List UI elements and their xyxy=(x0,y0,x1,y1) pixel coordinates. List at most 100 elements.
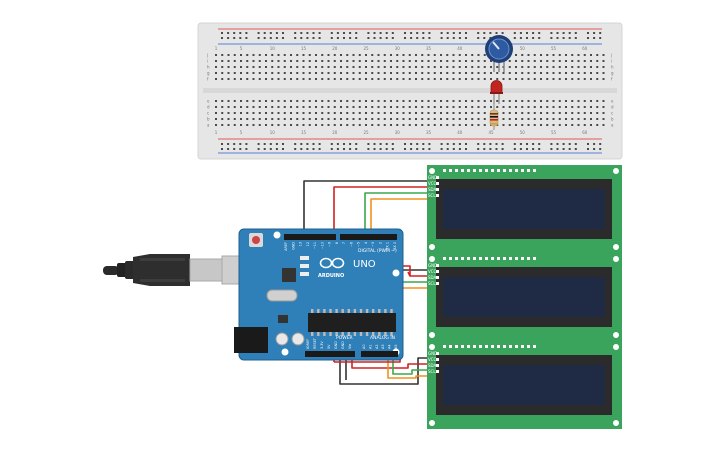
breadboard-hole[interactable] xyxy=(427,78,430,80)
lcd-i2c-pin[interactable] xyxy=(436,364,439,367)
breadboard-hole[interactable] xyxy=(402,60,405,62)
breadboard-rail-hole[interactable] xyxy=(404,37,406,39)
breadboard-hole[interactable] xyxy=(446,66,449,68)
breadboard-hole[interactable] xyxy=(327,66,330,68)
breadboard-hole[interactable] xyxy=(321,60,324,62)
breadboard-rail-hole[interactable] xyxy=(513,148,516,150)
breadboard-rail-hole[interactable] xyxy=(587,148,589,150)
breadboard-hole[interactable] xyxy=(408,112,411,114)
breadboard-hole[interactable] xyxy=(233,118,236,120)
breadboard-hole[interactable] xyxy=(527,54,530,56)
breadboard-hole[interactable] xyxy=(533,66,536,68)
breadboard-hole[interactable] xyxy=(390,118,392,120)
breadboard-hole[interactable] xyxy=(340,72,342,74)
breadboard-hole[interactable] xyxy=(383,72,386,74)
breadboard-hole[interactable] xyxy=(396,118,399,120)
breadboard-hole[interactable] xyxy=(515,54,517,56)
breadboard-rail-hole[interactable] xyxy=(446,37,449,39)
breadboard-hole[interactable] xyxy=(483,60,486,62)
breadboard-rail-hole[interactable] xyxy=(391,37,394,39)
breadboard-rail-hole[interactable] xyxy=(532,148,535,150)
breadboard-hole[interactable] xyxy=(358,112,361,114)
breadboard-hole[interactable] xyxy=(302,112,305,114)
breadboard-hole[interactable] xyxy=(402,118,405,120)
breadboard-hole[interactable] xyxy=(340,124,342,126)
breadboard-hole[interactable] xyxy=(415,106,417,108)
breadboard-hole[interactable] xyxy=(327,60,330,62)
breadboard-hole[interactable] xyxy=(421,72,424,74)
breadboard-rail-hole[interactable] xyxy=(379,32,382,34)
breadboard-hole[interactable] xyxy=(271,60,274,62)
breadboard-hole[interactable] xyxy=(277,54,280,56)
breadboard-hole[interactable] xyxy=(540,66,542,68)
breadboard-hole[interactable] xyxy=(458,60,461,62)
breadboard-hole[interactable] xyxy=(252,100,255,102)
breadboard-hole[interactable] xyxy=(265,60,267,62)
breadboard-hole[interactable] xyxy=(302,118,305,120)
breadboard-hole[interactable] xyxy=(277,106,280,108)
breadboard-rail-hole[interactable] xyxy=(373,143,376,145)
breadboard-hole[interactable] xyxy=(371,112,374,114)
breadboard-hole[interactable] xyxy=(315,66,317,68)
breadboard-hole[interactable] xyxy=(390,72,392,74)
breadboard-rail-hole[interactable] xyxy=(312,143,315,145)
breadboard-hole[interactable] xyxy=(315,78,317,80)
breadboard-hole[interactable] xyxy=(465,106,467,108)
breadboard-hole[interactable] xyxy=(521,66,524,68)
breadboard-hole[interactable] xyxy=(421,78,424,80)
breadboard-hole[interactable] xyxy=(471,54,474,56)
breadboard-hole[interactable] xyxy=(446,72,449,74)
breadboard-hole[interactable] xyxy=(346,118,349,120)
breadboard-hole[interactable] xyxy=(465,60,467,62)
breadboard-hole[interactable] xyxy=(515,66,517,68)
breadboard-hole[interactable] xyxy=(327,72,330,74)
breadboard-hole[interactable] xyxy=(433,118,436,120)
breadboard-hole[interactable] xyxy=(471,66,474,68)
breadboard-rail-hole[interactable] xyxy=(312,37,315,39)
breadboard-hole[interactable] xyxy=(427,60,430,62)
breadboard-rail-hole[interactable] xyxy=(269,148,272,150)
breadboard-rail-hole[interactable] xyxy=(489,143,492,145)
breadboard-hole[interactable] xyxy=(258,106,261,108)
breadboard-rail-hole[interactable] xyxy=(587,37,589,39)
breadboard-hole[interactable] xyxy=(215,54,217,56)
breadboard-hole[interactable] xyxy=(371,100,374,102)
breadboard-hole[interactable] xyxy=(365,54,367,56)
breadboard-hole[interactable] xyxy=(602,54,605,56)
breadboard-hole[interactable] xyxy=(433,54,436,56)
breadboard-rail-hole[interactable] xyxy=(367,37,370,39)
breadboard-hole[interactable] xyxy=(252,78,255,80)
breadboard-hole[interactable] xyxy=(546,118,549,120)
breadboard-hole[interactable] xyxy=(396,112,399,114)
breadboard-hole[interactable] xyxy=(215,118,217,120)
breadboard-hole[interactable] xyxy=(221,124,224,126)
breadboard-hole[interactable] xyxy=(308,66,311,68)
breadboard-rail-hole[interactable] xyxy=(550,32,553,34)
breadboard-hole[interactable] xyxy=(271,66,274,68)
breadboard-rail-hole[interactable] xyxy=(519,148,522,150)
breadboard-rail-hole[interactable] xyxy=(593,143,596,145)
breadboard-hole[interactable] xyxy=(352,118,355,120)
breadboard-rail-hole[interactable] xyxy=(446,32,449,34)
breadboard-hole[interactable] xyxy=(321,106,324,108)
breadboard-hole[interactable] xyxy=(565,78,567,80)
breadboard-hole[interactable] xyxy=(527,106,530,108)
breadboard-hole[interactable] xyxy=(346,72,349,74)
breadboard-hole[interactable] xyxy=(296,60,299,62)
breadboard-hole[interactable] xyxy=(321,72,324,74)
breadboard-rail-hole[interactable] xyxy=(227,32,230,34)
breadboard-hole[interactable] xyxy=(421,118,424,120)
breadboard-hole[interactable] xyxy=(283,60,286,62)
breadboard-hole[interactable] xyxy=(327,78,330,80)
breadboard-hole[interactable] xyxy=(565,66,567,68)
breadboard-rail-hole[interactable] xyxy=(495,143,498,145)
breadboard-hole[interactable] xyxy=(346,124,349,126)
breadboard-hole[interactable] xyxy=(390,100,392,102)
breadboard-rail-hole[interactable] xyxy=(532,143,535,145)
breadboard-rail-hole[interactable] xyxy=(587,143,589,145)
breadboard-rail-hole[interactable] xyxy=(568,148,571,150)
breadboard-hole[interactable] xyxy=(402,78,405,80)
breadboard-hole[interactable] xyxy=(446,106,449,108)
breadboard-hole[interactable] xyxy=(421,112,424,114)
breadboard-hole[interactable] xyxy=(602,124,605,126)
